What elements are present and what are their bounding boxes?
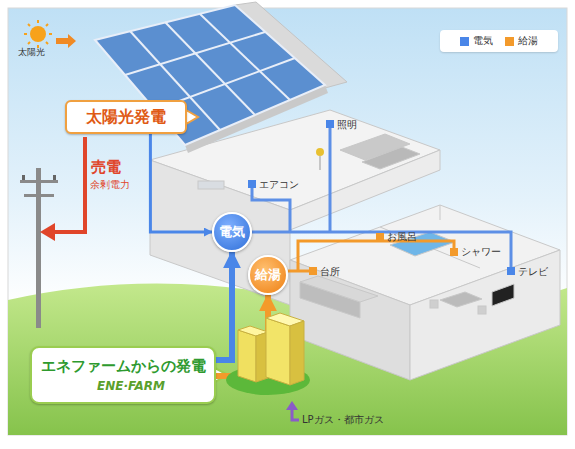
appliance-label: お風呂 (387, 230, 417, 244)
appliance-label: テレビ (518, 265, 548, 279)
node-text: 太陽光発電 (86, 107, 166, 128)
legend-text: 給湯 (518, 34, 538, 48)
node-text: 給湯 (255, 266, 281, 284)
sell-arrow (40, 223, 55, 241)
roof-solar-panel (200, 14, 290, 100)
utility-pole (24, 194, 54, 197)
ene-farm-unit (238, 326, 268, 336)
utility-pole (22, 175, 25, 180)
legend-text: 電気 (473, 34, 493, 48)
house-left-block (316, 148, 324, 156)
appliance-label: エアコン (259, 178, 299, 192)
sun-icon (28, 24, 30, 26)
house-left-block (362, 147, 420, 169)
gas-arrow (286, 401, 299, 420)
house-right-block (440, 205, 441, 220)
legend-item: 電気 (460, 34, 493, 48)
house-left-block (320, 156, 321, 170)
flow-arrow (216, 295, 268, 376)
background (8, 283, 567, 435)
wire-markers (309, 267, 317, 275)
sun-icon (46, 24, 48, 26)
callout-tails (186, 110, 198, 124)
house-right-block (430, 300, 438, 308)
wire-markers (248, 180, 256, 188)
flow-arrow (150, 134, 212, 232)
gas-label: LPガス・都市ガス (302, 413, 384, 427)
electric-wires (252, 128, 511, 267)
sun-label: 太陽光 (18, 46, 45, 59)
utility-pole (20, 180, 58, 183)
wire-markers (507, 267, 515, 275)
appliance-label: 台所 (320, 265, 340, 279)
electric-circle: 電気 (212, 212, 252, 252)
ene-farm-unit (266, 318, 290, 385)
wire-markers (248, 120, 515, 275)
electric-wires (329, 128, 332, 232)
sun-icon (46, 42, 48, 44)
ene-farm-unit (256, 332, 268, 382)
sun-icon (28, 42, 30, 44)
appliance-label: シャワー (461, 245, 501, 259)
node-text: ENE·FARM (81, 379, 165, 393)
sell-label: 売電 (91, 158, 121, 177)
sun-icon (37, 20, 39, 23)
callout-box: 太陽光発電 (65, 100, 187, 134)
utility-pole (36, 168, 41, 328)
sun-icon (56, 34, 76, 48)
wire-markers (376, 233, 384, 241)
wire-markers (326, 120, 334, 128)
sun-icon (49, 33, 52, 35)
flow-arrow (216, 252, 232, 360)
sun-icon (24, 20, 52, 48)
house-right-block (300, 276, 378, 302)
node-text: エネファームからの発電 (41, 357, 206, 376)
utility-pole (53, 175, 56, 180)
hot-water-circle: 給湯 (248, 255, 288, 295)
ene-farm-unit (290, 321, 304, 385)
house-left-block (198, 181, 224, 189)
utility-pole (20, 168, 58, 328)
gas-arrow (286, 401, 298, 410)
sun-icon (24, 20, 76, 48)
wire-markers (450, 248, 458, 256)
house-right-block (492, 284, 514, 306)
roof-solar-panel (125, 32, 265, 75)
appliance-label: 照明 (337, 118, 357, 132)
ene-farm-unit (226, 365, 310, 395)
legend: 電気 給湯 (440, 30, 558, 52)
legend-swatch (505, 37, 514, 46)
electric-wires (252, 188, 290, 232)
house-right-block (290, 260, 410, 380)
sell-arrow (40, 137, 85, 241)
surplus-label: 余剰電力 (90, 178, 130, 192)
hot-water-wires (288, 241, 454, 271)
legend-swatch (460, 37, 469, 46)
node-text: 電気 (219, 223, 245, 241)
house-right-block (478, 306, 486, 314)
house-right-block (440, 292, 482, 307)
house-right-block (410, 250, 560, 380)
legend-item: 給湯 (505, 34, 538, 48)
electric-wires (252, 232, 511, 267)
sun-icon (30, 26, 46, 42)
ene-farm-unit (238, 330, 256, 382)
sun-icon (24, 33, 27, 35)
sell-arrow (54, 137, 85, 232)
ene-farm-unit (266, 313, 304, 326)
callout-box: エネファームからの発電 ENE·FARM (30, 346, 216, 404)
